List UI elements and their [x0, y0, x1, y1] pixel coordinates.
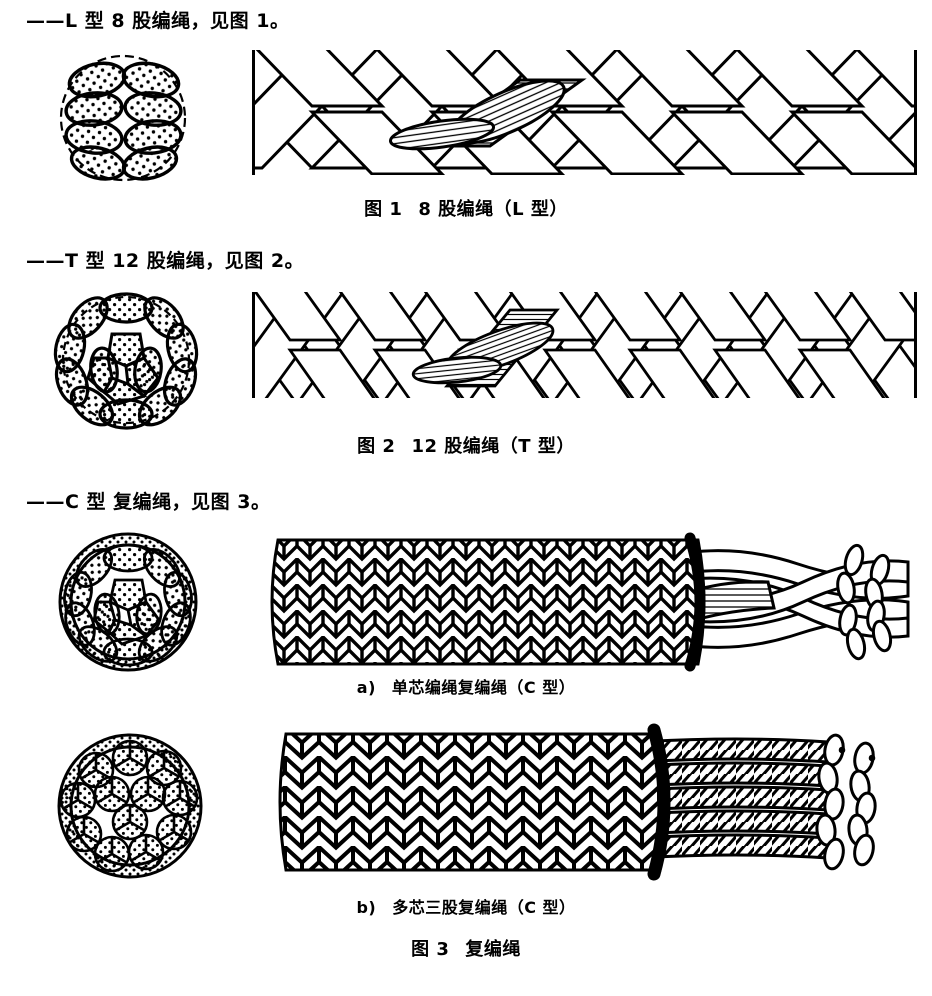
- cross-section-single-core-compound: [52, 532, 204, 672]
- cross-section-multi-core-compound: [52, 732, 208, 882]
- lead-line-t-type: ——T 型 12 股编绳，见图 2。: [26, 250, 305, 272]
- side-view-8-strand-braid: [252, 50, 917, 175]
- cross-section-12-strand: [52, 292, 202, 430]
- sheath-end-marker: [647, 723, 671, 881]
- figure-3-label: 图 3: [411, 939, 450, 960]
- sub-figure-a-caption: a) 单芯编绳复编绳（C 型）: [0, 674, 932, 698]
- figure-2-label: 图 2: [357, 436, 396, 457]
- figure-2-title: 12 股编绳（T 型）: [411, 436, 575, 457]
- lead-line-l-type: ——L 型 8 股编绳，见图 1。: [26, 10, 290, 32]
- lead-line-c-type: ——C 型 复编绳，见图 3。: [26, 491, 271, 513]
- figure-3-caption: 图 3 复编绳: [0, 935, 932, 961]
- side-view-multi-core-compound: [268, 723, 923, 881]
- sheath-end-marker: [684, 532, 706, 672]
- figure-3-title: 复编绳: [465, 939, 521, 960]
- sub-figure-a-label: a): [356, 678, 376, 697]
- figure-1-label: 图 1: [364, 199, 403, 220]
- side-view-single-core-compound: [258, 532, 918, 672]
- sub-figure-b-caption: b) 多芯三股复编绳（C 型）: [0, 894, 932, 918]
- cross-section-8-strand: [52, 52, 197, 184]
- sub-figure-a-title: 单芯编绳复编绳（C 型）: [391, 678, 576, 697]
- figure-1-caption: 图 1 8 股编绳（L 型）: [0, 195, 932, 221]
- figure-2-caption: 图 2 12 股编绳（T 型）: [0, 432, 932, 458]
- figure-1-title: 8 股编绳（L 型）: [418, 199, 568, 220]
- sub-figure-b-title: 多芯三股复编绳（C 型）: [392, 898, 576, 917]
- side-view-12-strand-braid: [252, 292, 917, 398]
- sub-figure-b-label: b): [356, 898, 377, 917]
